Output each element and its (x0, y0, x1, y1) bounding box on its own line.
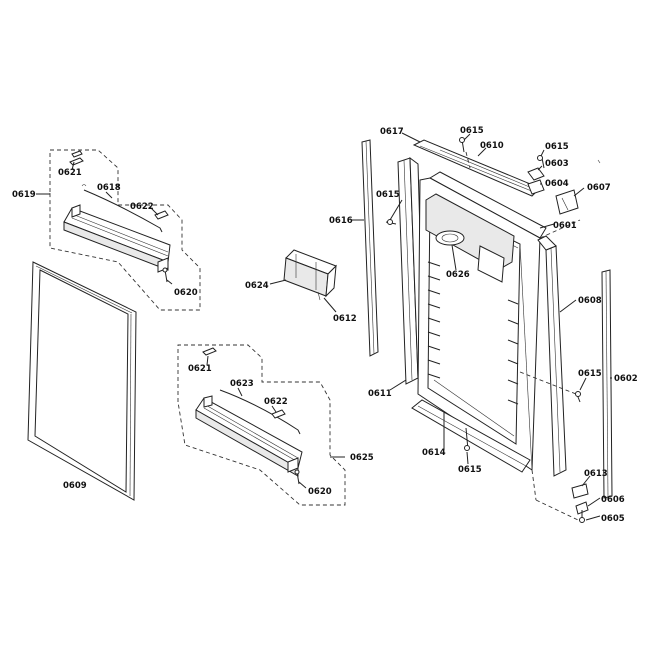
label-0623: 0623 (230, 379, 254, 389)
label-0601: 0601 (553, 221, 577, 231)
label-0609: 0609 (63, 481, 87, 491)
label-0615-top: 0615 (460, 126, 484, 136)
label-0612: 0612 (333, 314, 357, 324)
part-labels: 0617 0615 0610 0615 0603 0604 0607 0601 … (12, 126, 638, 524)
label-0619: 0619 (12, 190, 36, 200)
label-0615-left: 0615 (376, 190, 400, 200)
door-gasket-0609 (27, 261, 137, 501)
label-0608: 0608 (578, 296, 602, 306)
label-0604: 0604 (545, 179, 569, 189)
label-0618: 0618 (97, 183, 121, 193)
label-0615-bottom: 0615 (458, 465, 482, 475)
label-0621-bottom: 0621 (188, 364, 212, 374)
trim-strip-0616 (352, 139, 379, 357)
shelf-group-lower (177, 344, 346, 506)
label-0622-top: 0622 (130, 202, 154, 212)
label-0615-mid: 0615 (578, 369, 602, 379)
label-0606: 0606 (601, 495, 625, 505)
shelf-group-upper (36, 149, 201, 311)
label-0607: 0607 (587, 183, 611, 193)
label-0620-bottom: 0620 (308, 487, 332, 497)
label-0617: 0617 (380, 127, 404, 137)
label-0610: 0610 (480, 141, 504, 151)
label-0611: 0611 (368, 389, 392, 399)
label-0620-top: 0620 (174, 288, 198, 298)
label-0613: 0613 (584, 469, 608, 479)
label-0602: 0602 (614, 374, 638, 384)
label-0624: 0624 (245, 281, 269, 291)
label-0616: 0616 (329, 216, 353, 226)
label-0614: 0614 (422, 448, 446, 458)
label-0626: 0626 (446, 270, 470, 280)
label-0621-top: 0621 (58, 168, 82, 178)
label-0605: 0605 (601, 514, 625, 524)
handle-0624 (269, 249, 337, 313)
label-0615-top-right: 0615 (545, 142, 569, 152)
label-0622-bottom: 0622 (264, 397, 288, 407)
label-0625: 0625 (350, 453, 374, 463)
label-0603: 0603 (545, 159, 569, 169)
door-frame-assembly (385, 132, 613, 523)
